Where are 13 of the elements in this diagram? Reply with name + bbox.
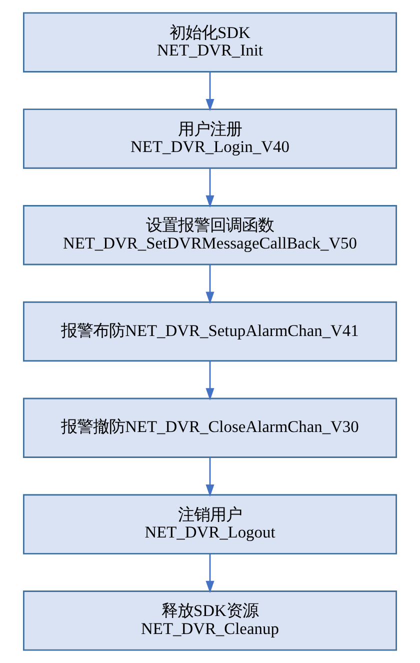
arrow [206, 457, 214, 497]
node-box: 释放SDK资源 NET_DVR_Cleanup [23, 590, 397, 651]
node-box: 报警布防NET_DVR_SetupAlarmChan_V41 [23, 301, 397, 362]
node-box: 报警撤防NET_DVR_CloseAlarmChan_V30 [23, 398, 397, 458]
arrow [206, 360, 214, 400]
arrow [206, 264, 214, 304]
node-box: 设置报警回调函数 NET_DVR_SetDVRMessageCallBack_V50 [23, 205, 397, 266]
node-box: 用户注册 NET_DVR_Login_V40 [23, 108, 397, 169]
node-box: 初始化SDK NET_DVR_Init [23, 12, 397, 72]
node-box: 注销用户 NET_DVR_Logout [23, 494, 397, 554]
arrow [206, 168, 214, 208]
arrow [206, 72, 214, 112]
arrow [206, 554, 214, 594]
